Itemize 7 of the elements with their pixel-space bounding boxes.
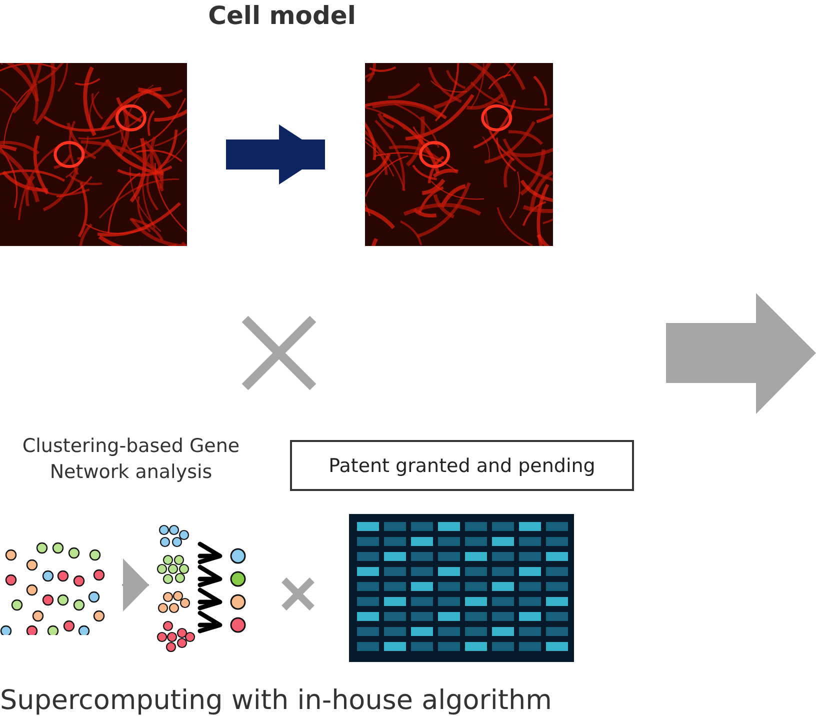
arrow bbox=[122, 558, 149, 612]
note-text: Patent granted and pending bbox=[328, 454, 596, 476]
note-box bbox=[290, 440, 634, 491]
arrow bbox=[226, 124, 325, 184]
section-label: Clustering-based Gene Network analysis bbox=[21, 434, 241, 485]
section-label: Supercomputing with in-house algorithm bbox=[0, 684, 553, 718]
heading: Cell model bbox=[207, 0, 357, 32]
